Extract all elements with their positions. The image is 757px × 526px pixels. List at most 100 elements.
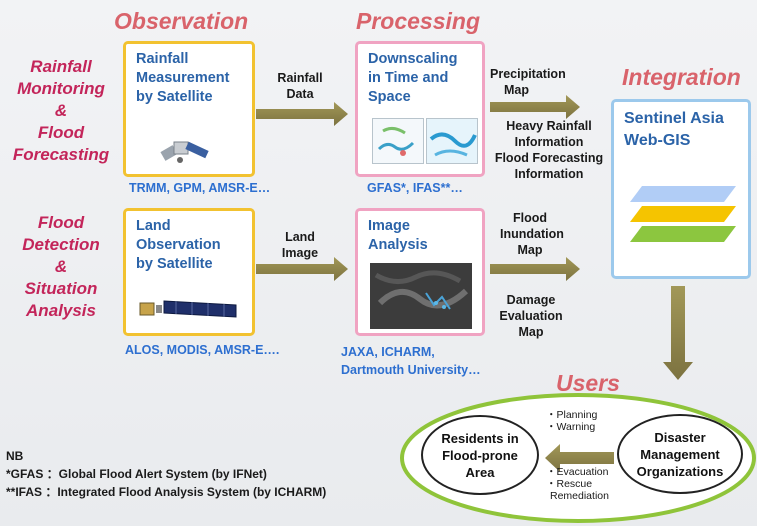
notes-block: NB *GFAS ：Global Flood Alert System (by … <box>6 447 326 501</box>
gis-layers-icon <box>630 186 736 242</box>
processing-header: Processing <box>356 8 480 34</box>
sar-image-icon <box>370 263 472 329</box>
small-line: ・Evacuation <box>546 466 609 478</box>
disaster-text: Disaster Management Organizations <box>637 429 724 480</box>
flood-label-line: Situation <box>24 279 98 298</box>
label-line: Information <box>514 135 584 149</box>
title-line: Downscaling <box>368 51 458 67</box>
title-line: Analysis <box>368 237 428 253</box>
land-image-arrow <box>256 257 348 281</box>
label-line: Data <box>286 87 314 101</box>
node-line: Organizations <box>636 463 724 479</box>
downscaling-caption: GFAS*, IFAS**… <box>367 181 463 195</box>
precipitation-map-label: Precipitation Map <box>490 66 566 98</box>
flood-label-line: & <box>54 257 68 276</box>
title-line: Measurement <box>136 70 230 86</box>
label-line: Precipitation <box>490 67 566 81</box>
rainfall-label-line: Monitoring <box>17 79 105 98</box>
planning-warning-text: ・Planning ・Warning <box>546 409 597 433</box>
label-line: Rainfall <box>277 71 323 85</box>
title-line: Land <box>136 218 171 234</box>
rainfall-label-line: Forecasting <box>12 145 110 164</box>
rainfall-data-arrow <box>256 102 348 126</box>
label-line: Inundation <box>500 227 564 241</box>
title-line: Observation <box>136 237 221 253</box>
rainfall-data-label: Rainfall Data <box>270 70 330 102</box>
rainfall-measurement-box: Rainfall Measurement by Satellite <box>123 41 255 177</box>
rainfall-label-line: Rainfall <box>30 57 92 76</box>
ifas-note: **IFAS ：Integrated Flood Analysis System… <box>6 485 327 499</box>
flood-inundation-label: Flood Inundation Map <box>500 210 564 258</box>
rainfall-label-line: Flood <box>37 123 85 142</box>
label-line: Flood <box>512 211 547 225</box>
small-line: Remediation <box>550 490 609 502</box>
node-line: Flood-prone <box>442 447 518 463</box>
disaster-management-node: Disaster Management Organizations <box>617 414 743 494</box>
downscaling-title: Downscaling in Time and Space <box>368 50 457 107</box>
map-icon <box>429 132 477 157</box>
sentinel-asia-title: Sentinel Asia Web-GIS <box>624 108 724 152</box>
image-analysis-title: Image Analysis <box>368 217 428 255</box>
title-line: Space <box>368 89 411 105</box>
label-line: Map <box>518 325 544 339</box>
rainfall-information-label: Heavy Rainfall Information Flood Forecas… <box>488 118 610 182</box>
rainfall-caption: TRMM, GPM, AMSR-E… <box>129 181 271 195</box>
flood-label-line: Detection <box>22 235 100 254</box>
sentinel-asia-box: Sentinel Asia Web-GIS <box>611 99 751 279</box>
integration-header: Integration <box>622 64 741 90</box>
downscaling-box: Downscaling in Time and Space <box>355 41 485 177</box>
node-line: Residents in <box>441 430 519 446</box>
label-line: Damage <box>506 293 556 307</box>
label-line: Map <box>517 243 543 257</box>
observation-header: Observation <box>114 8 249 34</box>
satellite-image-thumbnail <box>370 263 472 329</box>
small-line: ・Warning <box>546 421 596 433</box>
title-line: Image <box>368 218 410 234</box>
caption-line: JAXA, ICHARM, <box>341 345 435 359</box>
label-line: Land <box>285 230 315 244</box>
damage-evaluation-label: Damage Evaluation Map <box>496 292 566 340</box>
title-line: Rainfall <box>136 51 189 67</box>
small-line: ・Planning <box>546 409 598 421</box>
users-header: Users <box>556 370 620 396</box>
precipitation-arrow <box>490 95 580 119</box>
residents-node: Residents in Flood-prone Area <box>421 415 539 495</box>
label-line: Evaluation <box>499 309 563 323</box>
node-line: Area <box>465 464 495 480</box>
flood-label-line: Flood <box>37 213 85 232</box>
rainfall-monitoring-label: Rainfall Monitoring & Flood Forecasting <box>8 56 114 166</box>
label-line: Image <box>281 246 319 260</box>
title-line: by Satellite <box>136 256 213 272</box>
caption-line: Dartmouth University… <box>341 363 481 377</box>
flood-detection-label: Flood Detection & Situation Analysis <box>8 212 114 322</box>
inundation-arrow <box>490 257 580 281</box>
title-line: in Time and <box>368 70 449 86</box>
label-line: Heavy Rainfall <box>506 119 592 133</box>
flood-label-line: Analysis <box>26 301 96 320</box>
node-line: Disaster <box>654 429 706 445</box>
land-observation-title: Land Observation by Satellite <box>136 217 221 274</box>
precipitation-map-thumbnail-2 <box>426 118 478 164</box>
nb-heading: NB <box>6 449 24 463</box>
label-line: Map <box>504 83 529 97</box>
land-image-label: Land Image <box>272 229 328 261</box>
land-caption: ALOS, MODIS, AMSR-E…. <box>125 343 280 357</box>
evacuation-rescue-text: ・Evacuation ・Rescue Remediation <box>546 466 609 502</box>
alos-satellite-icon <box>139 300 237 318</box>
residents-text: Residents in Flood-prone Area <box>441 430 518 481</box>
node-line: Management <box>640 446 720 462</box>
label-line: Information <box>514 167 584 181</box>
precipitation-map-thumbnail-1 <box>372 118 424 164</box>
rainfall-measurement-title: Rainfall Measurement by Satellite <box>136 50 229 107</box>
image-analysis-box: Image Analysis <box>355 208 485 336</box>
title-line: by Satellite <box>136 89 213 105</box>
land-observation-box: Land Observation by Satellite <box>123 208 255 336</box>
map-icon <box>377 126 415 156</box>
trmm-satellite-icon <box>160 141 209 163</box>
feedback-arrow <box>545 444 614 472</box>
rainfall-label-line: & <box>54 101 68 120</box>
gfas-note: *GFAS ：Global Flood Alert System (by IFN… <box>6 467 267 481</box>
small-line: ・Rescue <box>546 478 593 490</box>
title-line: Sentinel Asia <box>624 110 724 127</box>
to-users-arrow <box>663 286 693 380</box>
